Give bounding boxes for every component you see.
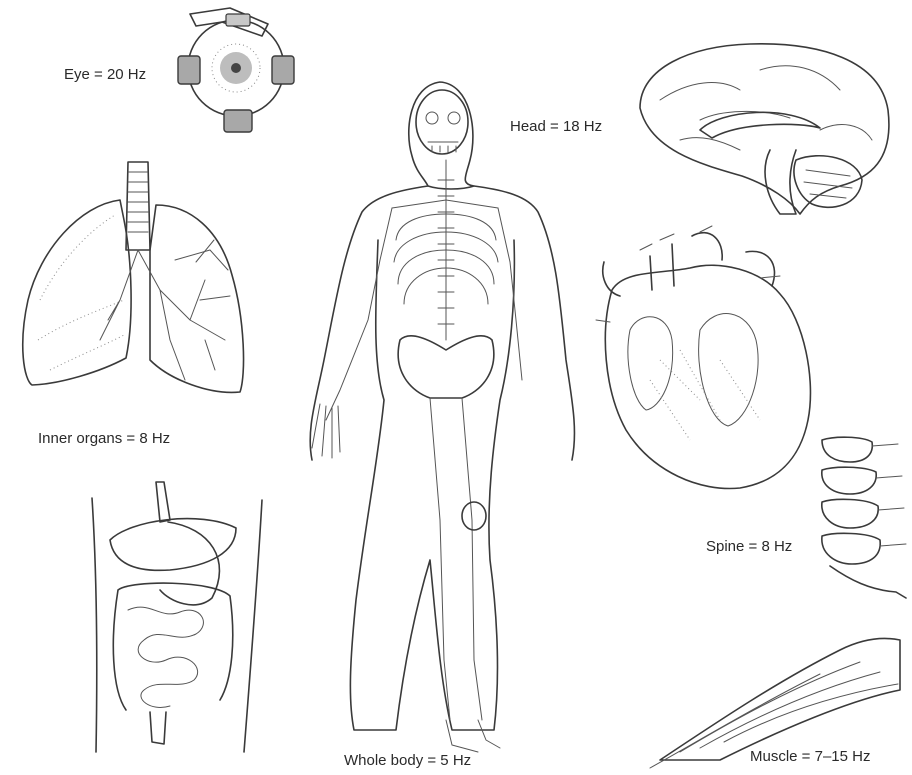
eye-label: Eye = 20 Hz xyxy=(64,66,146,83)
muscle-label: Muscle = 7–15 Hz xyxy=(750,748,870,765)
